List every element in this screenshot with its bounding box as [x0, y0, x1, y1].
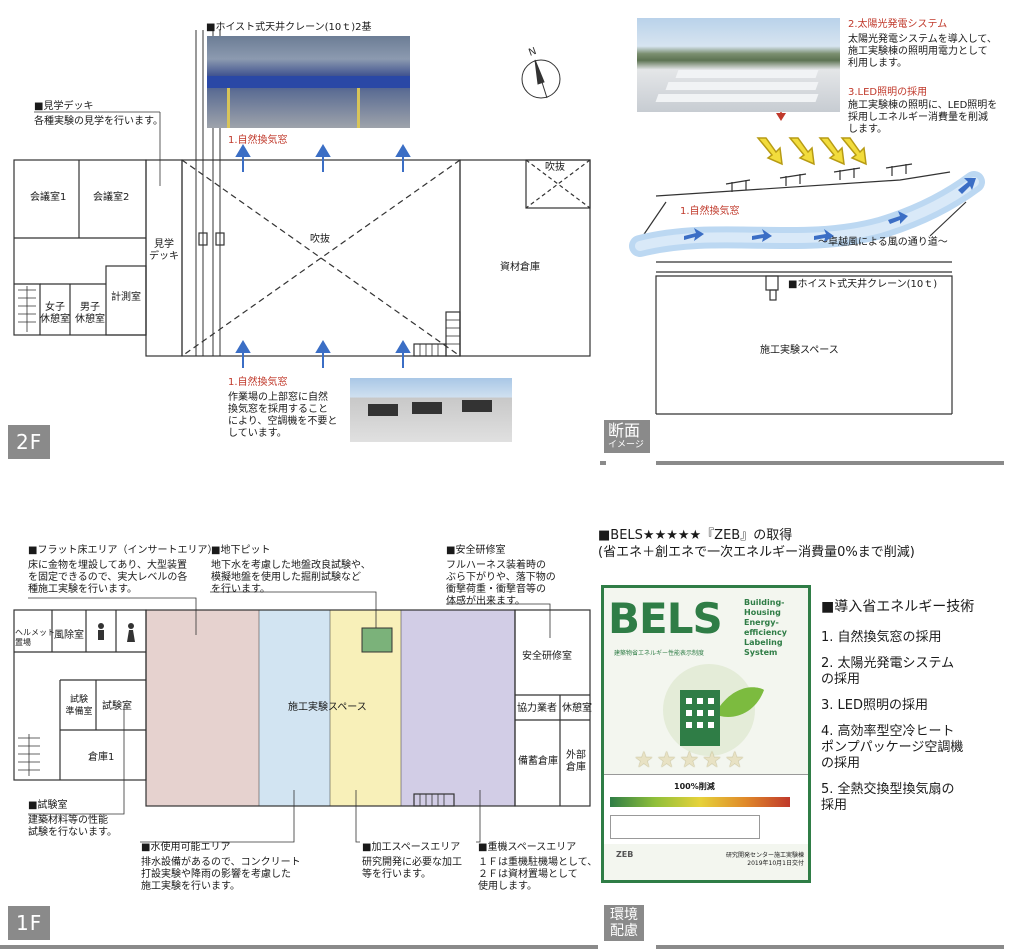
deck-description: 各種実験の見学を行います。 — [34, 116, 163, 127]
heavy-description: １Ｆは重機駐機場として、 ２Ｆは資材置場として 使用します。 — [478, 857, 598, 892]
floor2-badge: 2F — [8, 425, 51, 459]
deck-heading: ■見学デッキ — [34, 101, 94, 112]
bels-jp-text: 建築物省エネルギー性能表示制度 — [614, 650, 705, 657]
safety-heading: ■安全研修室 — [446, 545, 506, 556]
room-stock: 備蓄倉庫 — [518, 756, 558, 767]
room-atrium: 吹抜 — [310, 234, 330, 245]
led-heading: 3.LED照明の採用 — [848, 87, 928, 98]
room-meeting2: 会議室2 — [93, 192, 130, 203]
env-badge-line1: 環境 — [610, 907, 638, 923]
solar-description: 太陽光発電システムを導入して、 施工実験棟の照明用電力として 利用します。 — [848, 34, 997, 69]
feature-item-2: 2. 太陽光発電システム の採用 — [821, 656, 955, 687]
room-atrium-small: 吹抜 — [545, 162, 565, 173]
crane-label: ■ホイスト式天井クレーン(10ｔ)2基 — [206, 22, 372, 33]
env-divider — [656, 945, 1004, 949]
room-experiment-space: 施工実験スペース — [288, 702, 367, 713]
bels-table — [610, 815, 760, 839]
vent-window-photo — [350, 378, 512, 442]
feature-item-1: 1. 自然換気窓の採用 — [821, 630, 942, 645]
pit-description: 地下水を考慮した地盤改良試験や、 模擬地盤を使用した掘削試験など を行います。 — [211, 560, 371, 595]
room-dust: 風除室 — [54, 630, 84, 641]
pit-heading: ■地下ピット — [211, 545, 271, 556]
process-description: 研究開発に必要な加工 等を行います。 — [362, 857, 462, 880]
lab-heading: ■試験室 — [28, 800, 68, 811]
room-storage: 資材倉庫 — [500, 262, 540, 273]
env-badge: 環境 配慮 — [604, 905, 644, 941]
bels-logo: BELS — [608, 594, 723, 643]
room-test: 試験室 — [102, 701, 132, 712]
bels-building-icon — [663, 664, 764, 756]
bels-side-text: Building-Housing Energy-efficiency Label… — [744, 598, 787, 657]
vent-label-bottom: 1.自然換気窓 — [228, 377, 288, 388]
room-partner: 協力業者 — [517, 703, 557, 714]
room-men-rest: 男子 休憩室 — [75, 302, 105, 325]
feature-item-4: 4. 高効率型空冷ヒート ポンプパッケージ空調機 の採用 — [821, 724, 964, 771]
led-description: 施工実験棟の照明に、LED照明を 採用しエネルギー消費量を削減 します。 — [848, 100, 998, 135]
floor1-badge: 1F — [8, 906, 51, 940]
water-heading: ■水使用可能エリア — [141, 842, 231, 853]
feature-heading: ■導入省エネルギー技術 — [821, 599, 975, 615]
bels-subtitle: (省エネ＋創エネで一次エネルギー消費量0%まで削減) — [598, 545, 915, 560]
bels-percent: 100%削減 — [674, 782, 715, 791]
room-rest: 休憩室 — [562, 703, 592, 714]
flat-floor-heading: ■フラット床エリア（インサートエリア） — [28, 545, 218, 556]
room-helmet: ヘルメット 置場 — [15, 628, 55, 647]
feature-list: 1. 自然換気窓の採用 2. 太陽光発電システム の採用 3. LED照明の採用… — [821, 630, 1026, 824]
bels-title: ■BELS★★★★★『ZEB』の取得 — [598, 528, 793, 543]
safety-description: フルハーネス装着時の ぶら下がりや、落下物の 衝撃荷重・衝撃音等の 体感が出来ま… — [446, 560, 556, 607]
room-measure: 計測室 — [111, 292, 141, 303]
section-space-label: 施工実験スペース — [760, 345, 839, 356]
solar-heading: 2.太陽光発電システム — [848, 19, 948, 30]
bels-issuer: 研究開発センター施工実験棟 2019年10月1日交付 — [725, 852, 804, 867]
heavy-heading: ■重機スペースエリア — [478, 842, 577, 853]
feature-item-3: 3. LED照明の採用 — [821, 698, 929, 713]
feature-item-5: 5. 全熱交換型換気扇の 採用 — [821, 782, 955, 813]
vent-label-top: 1.自然換気窓 — [228, 135, 288, 146]
room-test-prep: 試験 準備室 — [65, 695, 93, 717]
bels-certificate: BELS Building-Housing Energy-efficiency … — [601, 585, 811, 883]
bels-score-box: 100%削減 — [604, 774, 808, 844]
room-warehouse1: 倉庫1 — [88, 752, 115, 763]
section-badge: 断面 イメージ — [604, 420, 650, 453]
floor1-plan — [0, 591, 598, 949]
room-safety: 安全研修室 — [522, 651, 572, 662]
section-diagram — [600, 96, 1004, 465]
room-meeting1: 会議室1 — [30, 192, 67, 203]
zeb-mark: ZEB — [616, 850, 634, 859]
room-outside-store: 外部 倉庫 — [566, 750, 586, 773]
section-badge-title: 断面 — [608, 421, 641, 440]
room-deck: 見学 デッキ — [149, 239, 179, 262]
lab-description: 建築材料等の性能 試験を行ないます。 — [28, 815, 117, 838]
bels-stars: ★★★★★ — [634, 748, 748, 773]
env-badge-line2: 配慮 — [610, 923, 638, 939]
flat-floor-description: 床に金物を埋設してあり、大型装置 を固定できるので、実大レベルの各 種施工実験を… — [28, 560, 188, 595]
water-description: 排水設備があるので、コンクリート 打設実験や降雨の影響を考慮した 施工実験を行い… — [141, 857, 301, 892]
process-heading: ■加工スペースエリア — [362, 842, 461, 853]
room-women-rest: 女子 休憩室 — [40, 302, 70, 325]
solar-photo — [637, 18, 840, 112]
section-crane-label: ■ホイスト式天井クレーン(10ｔ) — [788, 279, 938, 290]
svg-text:N: N — [527, 46, 538, 59]
section-vent-label: 1.自然換気窓 — [680, 206, 740, 217]
wind-path-label: ～卓越風による風の通り道～ — [818, 237, 948, 248]
crane-photo — [207, 36, 410, 128]
bels-gauge — [610, 797, 790, 807]
section-badge-sub: イメージ — [608, 440, 644, 450]
vent-description: 作業場の上部窓に自然 換気窓を採用すること により、空調機を不要と しています。 — [228, 392, 338, 439]
